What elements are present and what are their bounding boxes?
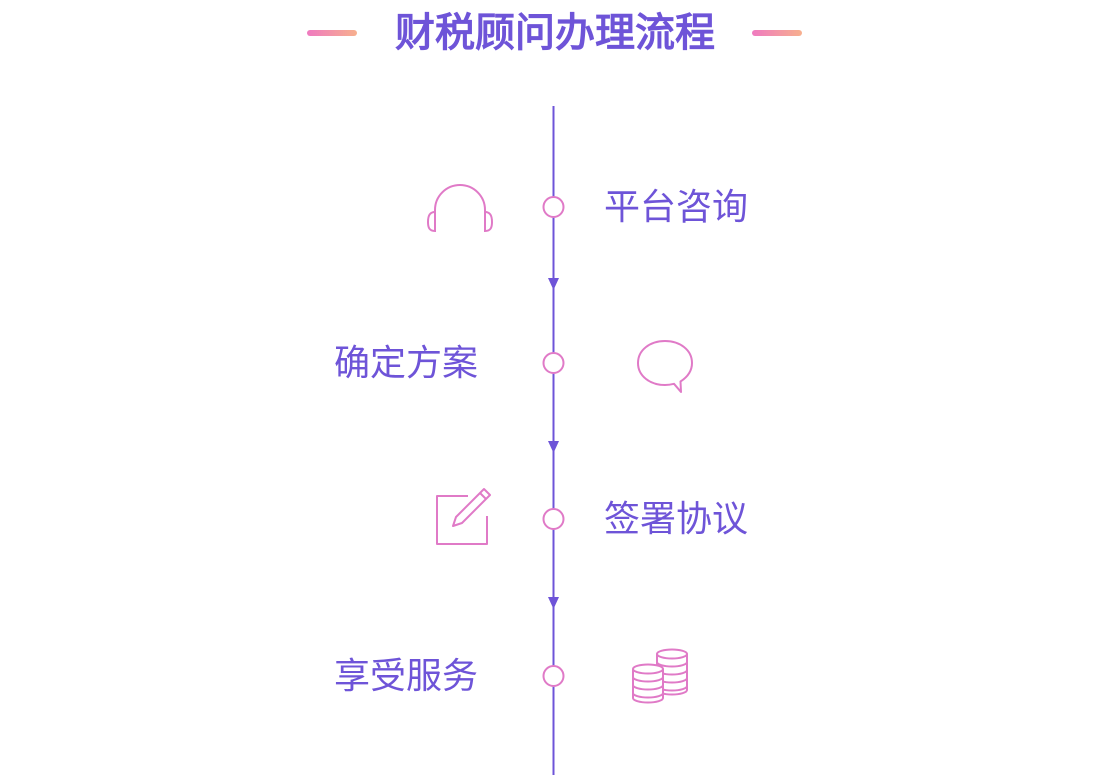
step-label-service: 享受服务 xyxy=(334,656,479,697)
arrow-down-icon xyxy=(548,441,559,453)
timeline-node xyxy=(542,352,565,374)
arrow-down-icon xyxy=(548,278,559,290)
coins-stack-icon xyxy=(632,648,688,704)
headphones-icon xyxy=(426,184,494,233)
title-row: 财税顾问办理流程 xyxy=(0,0,1110,70)
step-label-plan: 确定方案 xyxy=(334,343,479,384)
arrow-down-icon xyxy=(548,597,559,609)
title-decoration-left xyxy=(307,30,357,36)
title-decoration-right xyxy=(752,30,802,36)
timeline-node xyxy=(542,196,565,218)
step-label-consult: 平台咨询 xyxy=(604,187,749,228)
step-label-sign: 签署协议 xyxy=(604,499,749,540)
edit-document-icon xyxy=(436,488,491,545)
timeline-node xyxy=(542,665,565,687)
speech-bubble-icon xyxy=(637,340,693,393)
timeline-node xyxy=(542,508,565,530)
page-title: 财税顾问办理流程 xyxy=(395,10,715,56)
